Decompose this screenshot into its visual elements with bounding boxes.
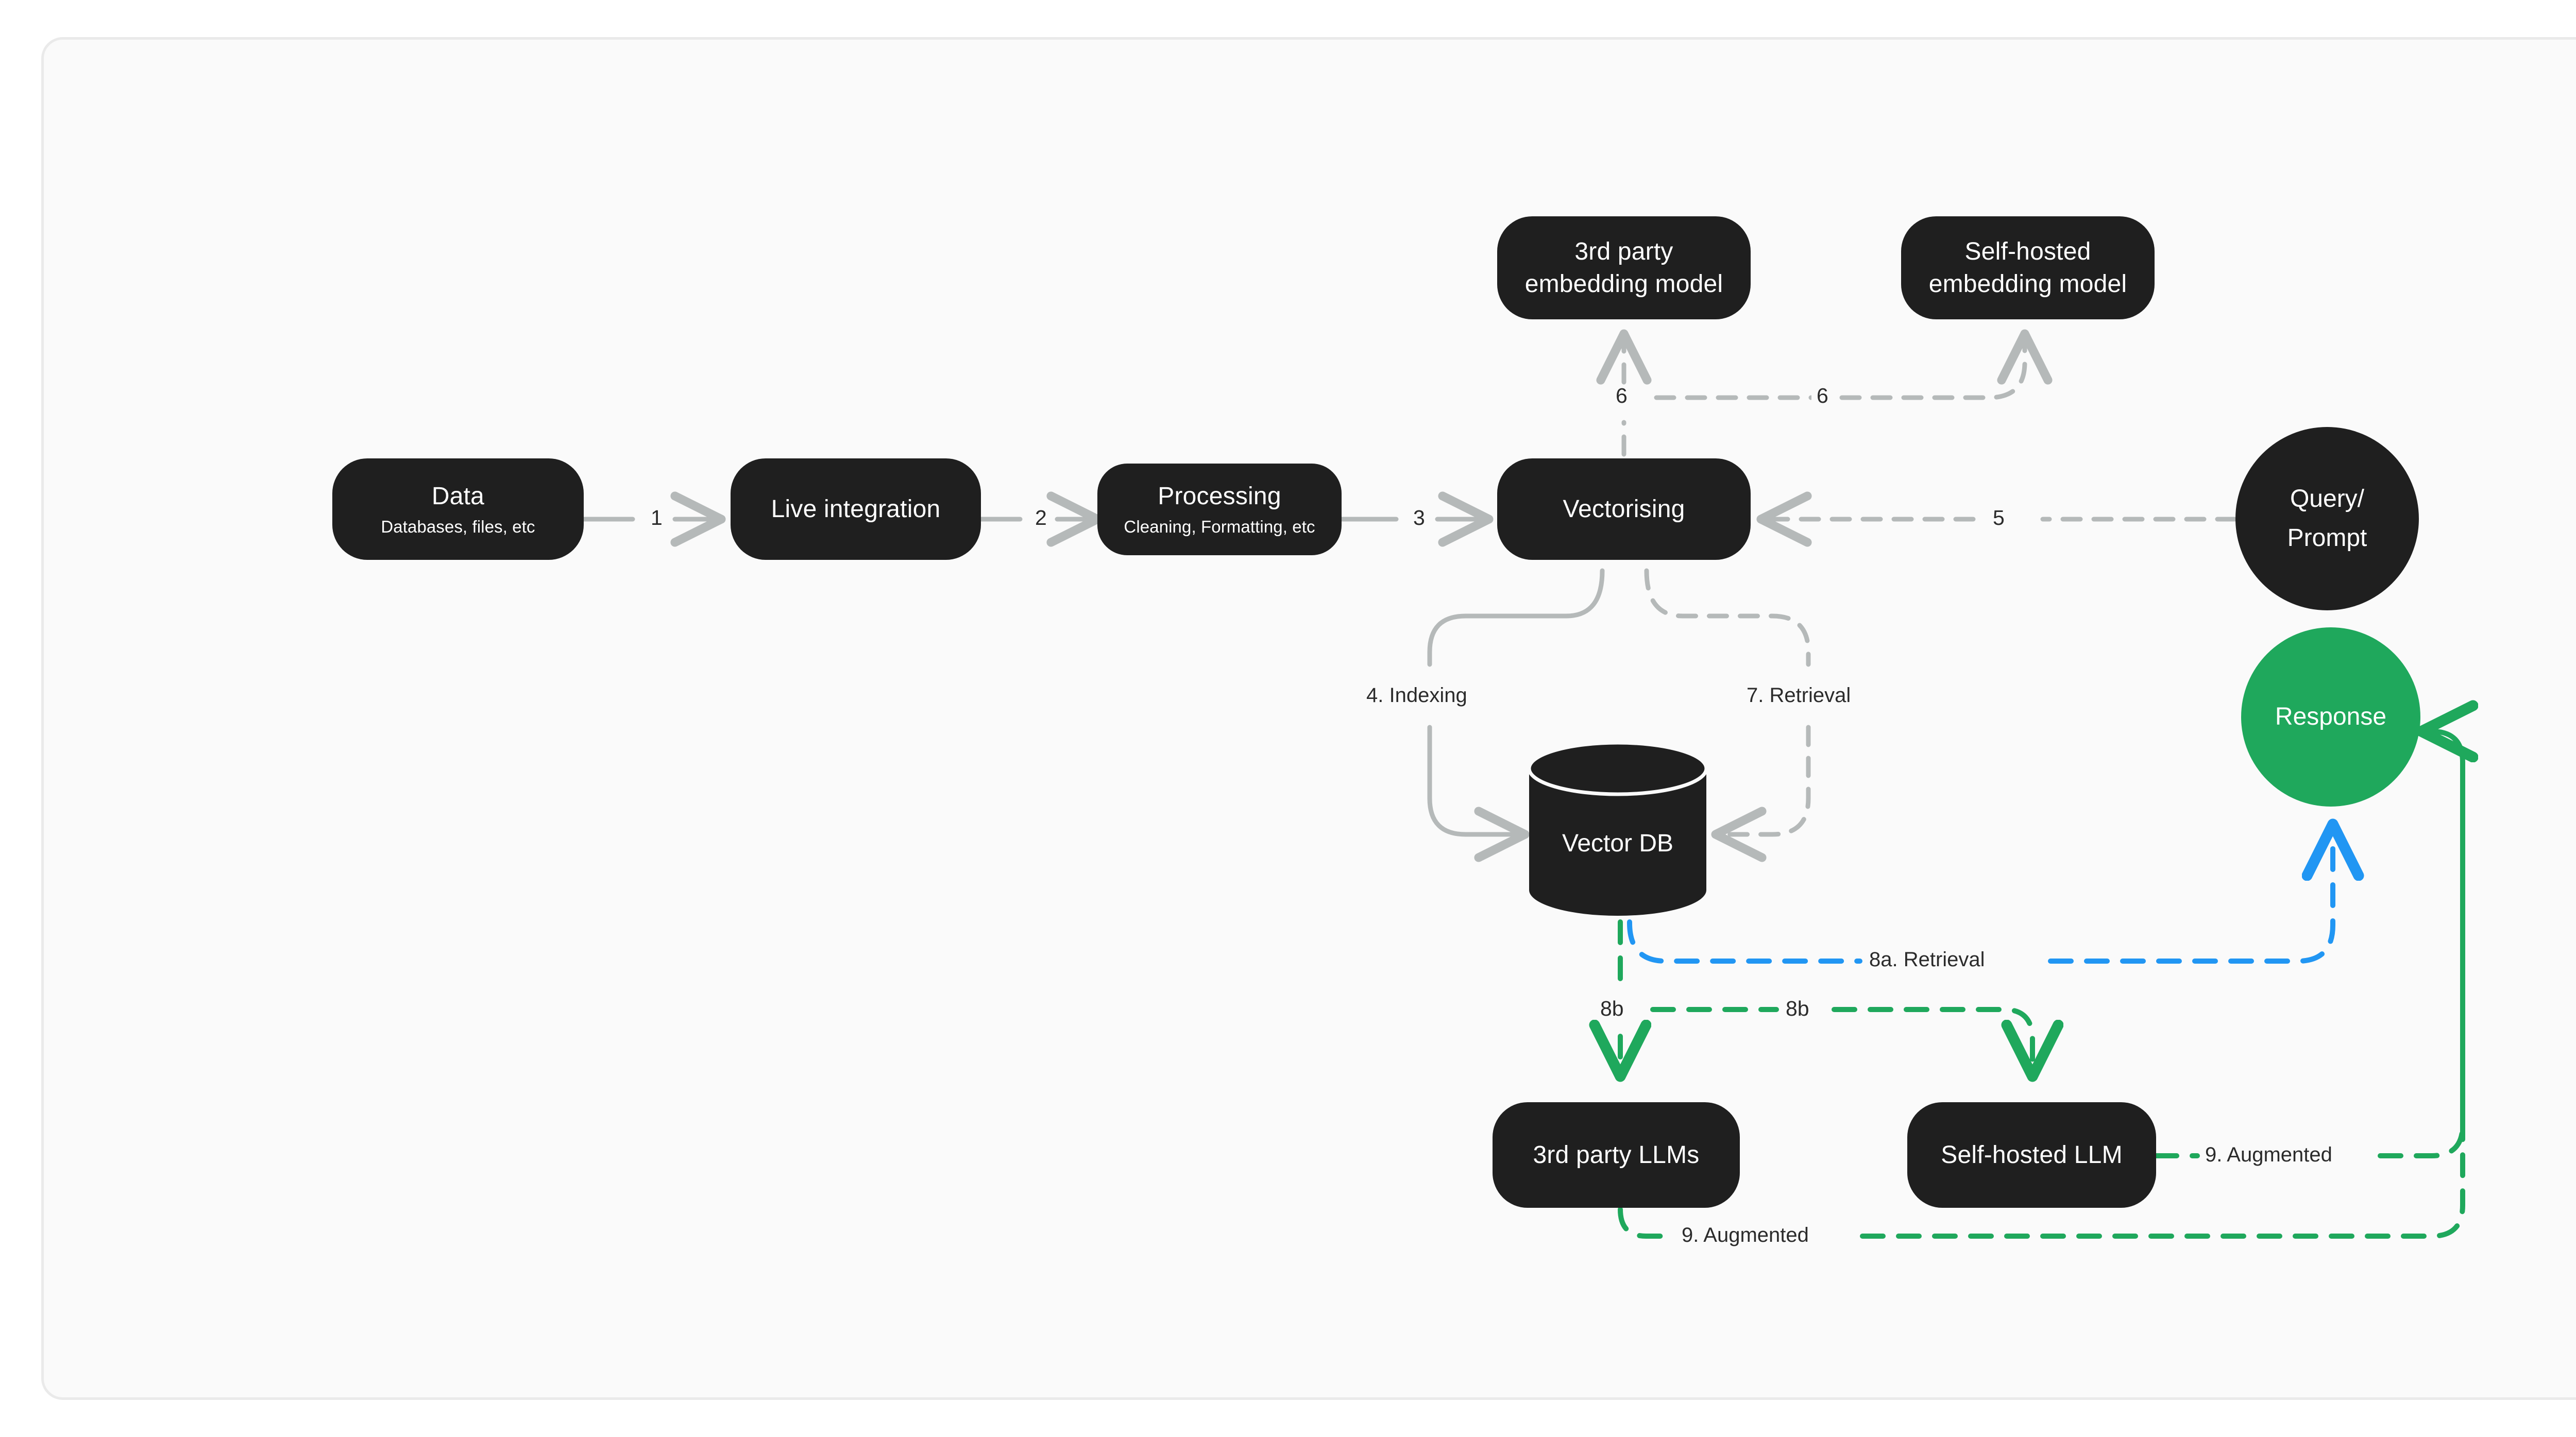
node-self-hosted-embedding[interactable]: Self-hosted embedding model	[1901, 216, 2155, 319]
edge-label-6-left: 6	[1611, 385, 1633, 406]
edge-label-8b-right: 8b	[1781, 998, 1815, 1019]
edge-label-8b-left: 8b	[1595, 998, 1629, 1019]
edge-label-2: 2	[1030, 507, 1052, 528]
edge-label-7-retrieval: 7. Retrieval	[1741, 685, 1856, 706]
node-self-hosted-embedding-line1: Self-hosted	[1964, 237, 2091, 265]
node-data[interactable]: Data Databases, files, etc	[332, 458, 584, 560]
edge-label-5: 5	[1988, 507, 2010, 528]
edge-label-3: 3	[1408, 507, 1430, 528]
node-response-title: Response	[2275, 703, 2387, 730]
node-third-party-llms-title: 3rd party LLMs	[1533, 1141, 1700, 1169]
node-third-party-embedding[interactable]: 3rd party embedding model	[1497, 216, 1751, 319]
edge-label-4-indexing: 4. Indexing	[1361, 685, 1472, 706]
node-query-prompt[interactable]: Query/ Prompt	[2235, 427, 2419, 610]
node-self-hosted-llm[interactable]: Self-hosted LLM	[1907, 1102, 2156, 1208]
node-self-hosted-llm-title: Self-hosted LLM	[1941, 1141, 2123, 1169]
edge-label-9-augmented-right: 9. Augmented	[2200, 1144, 2337, 1165]
node-data-subtitle: Databases, files, etc	[381, 517, 535, 536]
node-vector-db[interactable]: Vector DB	[1526, 741, 1709, 917]
node-data-title: Data	[431, 482, 485, 510]
node-vectorising[interactable]: Vectorising	[1497, 458, 1751, 560]
node-third-party-llms[interactable]: 3rd party LLMs	[1493, 1102, 1740, 1208]
node-vector-db-title: Vector DB	[1562, 830, 1674, 857]
edge-label-8a-retrieval: 8a. Retrieval	[1864, 949, 1990, 970]
edge-label-1: 1	[646, 507, 668, 528]
node-processing-subtitle: Cleaning, Formatting, etc	[1124, 517, 1315, 537]
node-third-party-embedding-line1: 3rd party	[1574, 237, 1673, 265]
node-query-prompt-line1: Query/	[2290, 485, 2365, 512]
node-processing[interactable]: Processing Cleaning, Formatting, etc	[1097, 464, 1342, 555]
node-live-integration[interactable]: Live integration	[731, 458, 981, 560]
edge-label-6-right: 6	[1811, 385, 1834, 406]
diagram-frame	[41, 37, 2576, 1400]
cylinder-shape	[1527, 741, 1708, 916]
node-self-hosted-embedding-line2: embedding model	[1928, 270, 2127, 298]
edge-label-9-augmented-left: 9. Augmented	[1676, 1225, 1814, 1245]
node-third-party-embedding-line2: embedding model	[1524, 270, 1723, 298]
node-response[interactable]: Response	[2241, 627, 2420, 807]
node-processing-title: Processing	[1158, 483, 1281, 510]
node-live-integration-title: Live integration	[771, 495, 941, 523]
node-query-prompt-line2: Prompt	[2287, 524, 2367, 552]
node-vectorising-title: Vectorising	[1563, 495, 1685, 523]
